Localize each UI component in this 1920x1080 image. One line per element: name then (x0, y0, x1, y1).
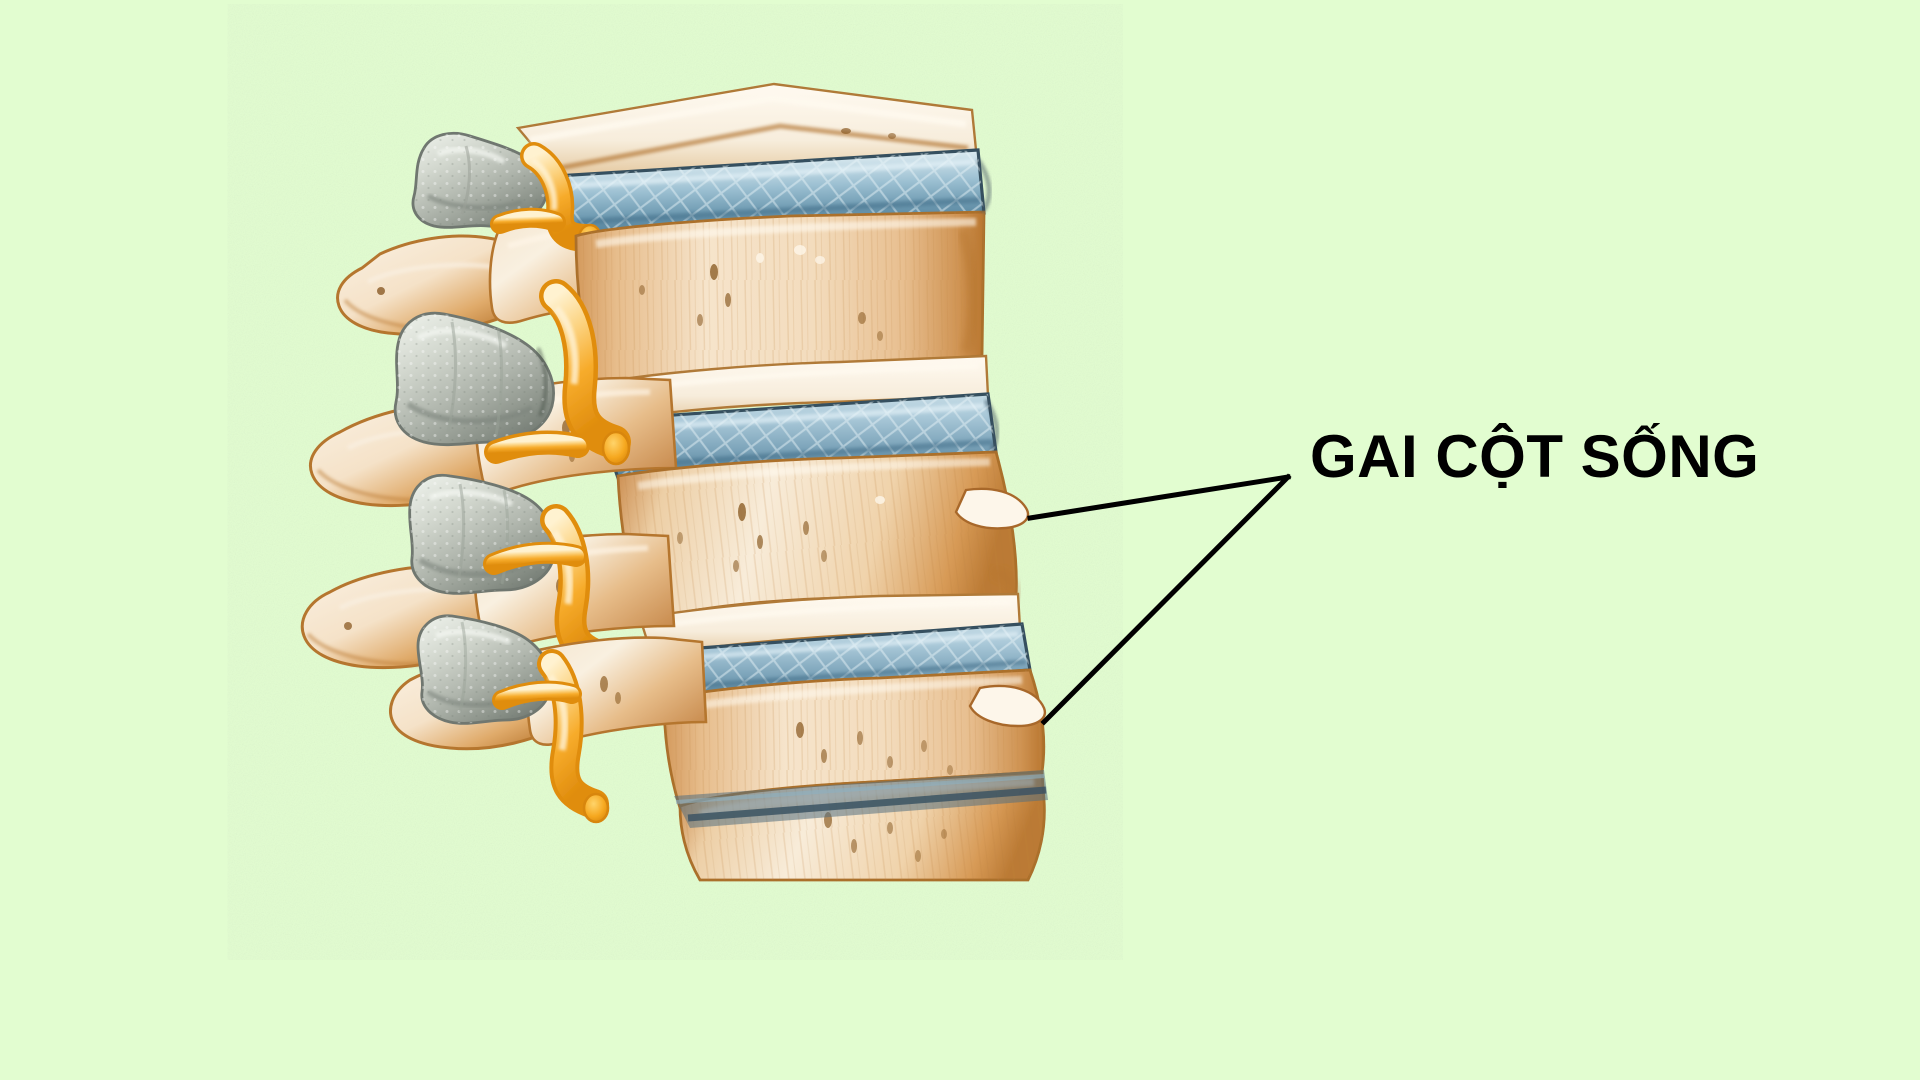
vertebra-2 (309, 279, 1030, 658)
vertebral-body-3 (662, 668, 1047, 810)
spine-anatomy-group (300, 82, 1048, 882)
vertebra-4 (389, 614, 1048, 882)
leader-line-upper (1027, 474, 1291, 521)
vertebra-1 (336, 82, 990, 424)
annotation-leader-lines (1027, 473, 1292, 726)
nerve-root-2 (484, 279, 631, 466)
intervertebral-disc-4 (674, 770, 1048, 828)
nerve-root-1 (490, 142, 603, 253)
annotation-label: GAI CỘT SỐNG (1310, 423, 1760, 490)
leader-line-lower (1040, 473, 1292, 726)
osteophyte-2 (393, 311, 555, 447)
osteophyte-1 (411, 131, 549, 229)
nerve-root-4 (492, 649, 610, 824)
vertebral-body-1 (574, 210, 986, 392)
osteophyte-lip-lower (968, 684, 1047, 728)
vertebral-body-2 (616, 450, 1030, 624)
osteophyte-lip-upper (954, 487, 1030, 530)
